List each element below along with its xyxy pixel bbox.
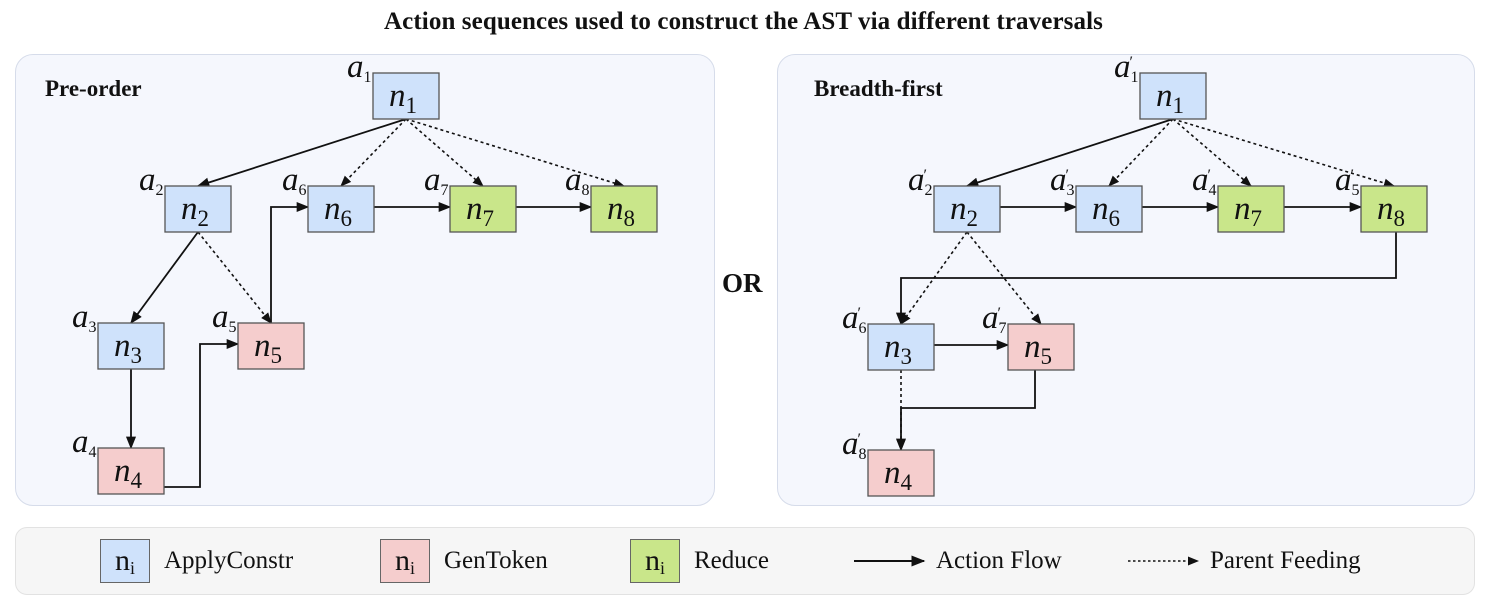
node-label: n4 bbox=[114, 453, 143, 493]
apply-constr-box bbox=[97, 322, 165, 370]
action-label: a6 bbox=[282, 162, 307, 199]
apply-constr-box bbox=[867, 323, 935, 371]
gen-token-box bbox=[1007, 323, 1075, 371]
gen-token-box bbox=[237, 322, 305, 370]
reduce-box bbox=[1360, 185, 1428, 233]
parent-feeding-edge-n2-n3 bbox=[900, 231, 968, 325]
legend-item-action-flow: Action Flow bbox=[854, 536, 1062, 586]
action-label: a8 bbox=[565, 162, 590, 199]
apply-constr-box bbox=[1075, 185, 1143, 233]
action-label: a8′ bbox=[842, 426, 867, 463]
action-label: a5 bbox=[212, 299, 237, 336]
action-label: a7′ bbox=[982, 300, 1007, 337]
apply-constr-box bbox=[933, 185, 1001, 233]
action-label: a4 bbox=[72, 424, 97, 461]
swatch-sub: i bbox=[659, 557, 665, 578]
legend-label-parent-feeding: Parent Feeding bbox=[1210, 547, 1361, 574]
action-flow-edge-n4-n5 bbox=[164, 338, 240, 488]
preorder-panel-title: Pre-order bbox=[45, 76, 142, 101]
swatch-text: n bbox=[394, 544, 410, 577]
legend-label-apply-constr: ApplyConstr bbox=[164, 547, 294, 574]
legend-item-parent-feeding: Parent Feeding bbox=[1128, 536, 1361, 586]
node-label: n3 bbox=[114, 328, 142, 368]
gen-token-box bbox=[867, 449, 935, 497]
solid-arrow-icon bbox=[854, 555, 926, 567]
apply-constr-box bbox=[372, 72, 440, 120]
reduce-box bbox=[1217, 185, 1285, 233]
action-flow-edge-n8-n3 bbox=[895, 232, 1397, 326]
action-flow-edge-n2-n3 bbox=[130, 231, 199, 325]
action-label: a2′ bbox=[908, 162, 933, 199]
breadth-first-panel: Breadth-first bbox=[777, 54, 1475, 506]
action-flow-edge-n1-n2 bbox=[965, 118, 1174, 188]
gen-token-box bbox=[97, 447, 165, 495]
apply-constr-box bbox=[164, 185, 232, 233]
ast-diagram: n1a1n2a2n3a3n4a4n5a5n6a6n7a7n8a8n1a1′n2a… bbox=[72, 49, 1428, 497]
apply-constr-box bbox=[307, 185, 375, 233]
legend-label-action-flow: Action Flow bbox=[936, 547, 1062, 574]
node-n8: n8 a5′ bbox=[1335, 162, 1428, 233]
action-label: a6′ bbox=[842, 300, 867, 337]
node-n4: n4 a4 bbox=[72, 424, 165, 495]
reduce-box bbox=[449, 185, 517, 233]
action-label: a4′ bbox=[1192, 162, 1217, 199]
action-label: a3 bbox=[72, 299, 97, 336]
legend-label-gen-token: GenToken bbox=[444, 547, 548, 574]
action-label: a1 bbox=[347, 49, 372, 86]
swatch-sub: i bbox=[129, 557, 135, 578]
parent-feeding-edge-n1-n8 bbox=[1172, 118, 1396, 188]
node-n5: n5 a7′ bbox=[982, 300, 1075, 371]
apply-constr-box bbox=[1139, 72, 1207, 120]
node-label: n5 bbox=[1024, 329, 1052, 369]
action-flow-edge-n1-n2 bbox=[196, 118, 407, 188]
parent-feeding-edge-n1-n8 bbox=[405, 118, 626, 188]
parent-feeding-edge-n2-n5 bbox=[197, 231, 272, 324]
or-separator: OR bbox=[722, 268, 763, 298]
node-label: n8 bbox=[1377, 191, 1405, 231]
parent-feeding-edge-n1-n7 bbox=[1172, 118, 1252, 187]
action-label: a5′ bbox=[1335, 162, 1360, 199]
action-flow-edge-n5-n6 bbox=[270, 201, 310, 323]
dotted-arrow-icon bbox=[1128, 556, 1200, 566]
node-n3: n3 a3 bbox=[72, 299, 165, 370]
legend-label-reduce: Reduce bbox=[694, 547, 769, 574]
figure-title: Action sequences used to construct the A… bbox=[384, 8, 1103, 35]
parent-feeding-edge-n2-n5 bbox=[966, 231, 1042, 325]
action-label: a2 bbox=[139, 162, 164, 199]
swatch-text: n bbox=[114, 544, 130, 577]
parent-feeding-edge-n1-n7 bbox=[405, 118, 484, 187]
swatch-sub: i bbox=[409, 557, 415, 578]
action-label: a7 bbox=[424, 162, 449, 199]
swatch-text: n bbox=[644, 544, 660, 577]
breadth-first-panel-title: Breadth-first bbox=[814, 76, 943, 101]
action-flow-edge-n5-n4 bbox=[895, 370, 1036, 452]
action-label: a3′ bbox=[1050, 162, 1075, 199]
action-label: a1′ bbox=[1114, 49, 1139, 86]
reduce-box bbox=[590, 185, 658, 233]
